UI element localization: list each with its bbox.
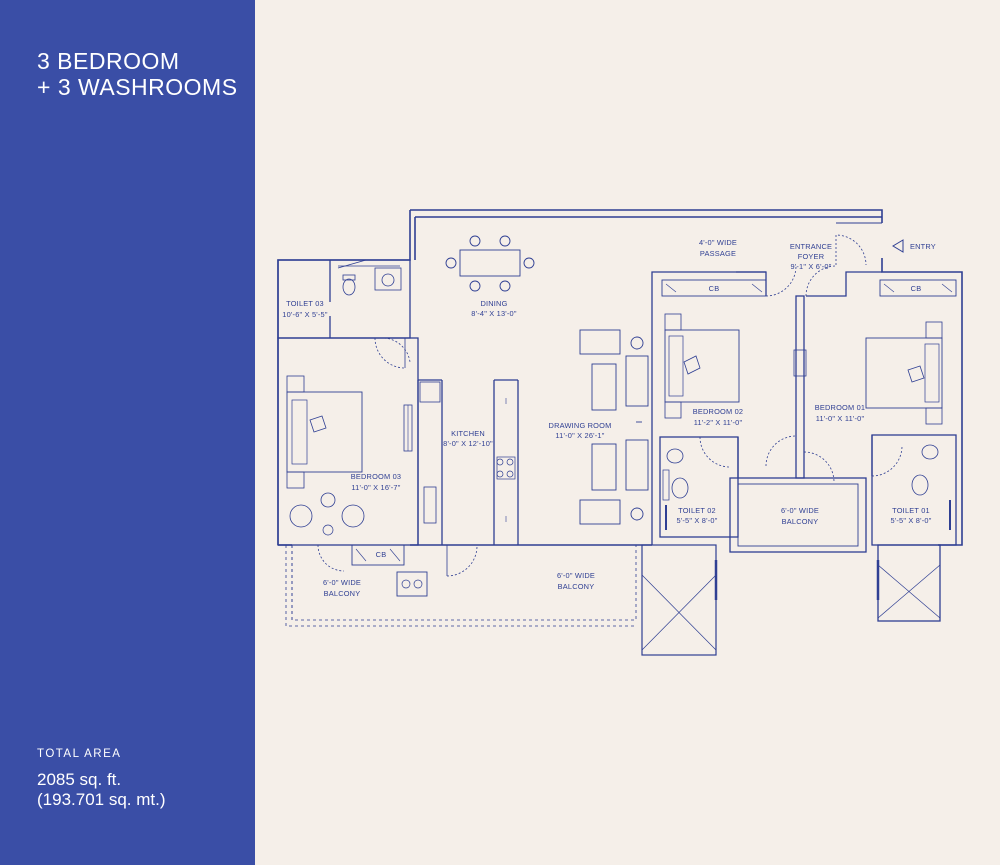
room-labels: ENTRY ENTRANCE FOYER 9'-1" X 6'-0" 4'-0"… — [282, 238, 936, 598]
floor-plan: ENTRY ENTRANCE FOYER 9'-1" X 6'-0" 4'-0"… — [255, 0, 1000, 865]
passage-label-2: PASSAGE — [700, 249, 736, 258]
total-area-label: TOTAL AREA — [37, 748, 122, 760]
area-sqft: 2085 sq. ft. — [37, 770, 122, 789]
drawing-room-label: DRAWING ROOM — [549, 421, 612, 430]
floor-plan-drawing: ENTRY ENTRANCE FOYER 9'-1" X 6'-0" 4'-0"… — [277, 209, 963, 656]
left-balcony-label: 6'-0" WIDE — [323, 578, 361, 587]
center-balcony-label-2: BALCONY — [782, 517, 819, 526]
heading-line-1: 3 BEDROOM — [37, 48, 180, 74]
entry-arrow-icon — [892, 239, 904, 253]
cb-label-bedroom-02: CB — [709, 284, 720, 293]
cb-label-bedroom-03: CB — [376, 550, 387, 559]
cb-label-bedroom-01: CB — [911, 284, 922, 293]
bedroom-02-walls — [651, 265, 797, 545]
sidebar-panel: 3 BEDROOM + 3 WASHROOMS TOTAL AREA 2085 … — [0, 0, 255, 865]
toilet-03-size: 10'-6" X 5'-5" — [282, 310, 328, 319]
center-balcony-label: 6'-0" WIDE — [781, 506, 819, 515]
heading-line-2: + 3 WASHROOMS — [37, 74, 238, 100]
bedroom-02-label: BEDROOM 02 — [693, 407, 743, 416]
bedroom-03-size: 11'-0" X 16'-7" — [351, 483, 400, 492]
outer-walls — [277, 209, 963, 546]
toilet-02-size: 5'-5" X 8'-0" — [676, 516, 717, 525]
bedroom-01-label: BEDROOM 01 — [815, 403, 865, 412]
bottom-balcony — [285, 544, 718, 656]
foyer-label-2: FOYER — [798, 252, 824, 261]
plan-heading: 3 BEDROOM + 3 WASHROOMS — [37, 48, 238, 100]
bottom-balcony-label-2: BALCONY — [558, 582, 595, 591]
total-area-value: 2085 sq. ft. (193.701 sq. mt.) — [37, 770, 166, 810]
bottom-balcony-label: 6'-0" WIDE — [557, 571, 595, 580]
toilet-01-label: TOILET 01 — [892, 506, 930, 515]
foyer-size: 9'-1" X 6'-0" — [790, 262, 831, 271]
toilet-03-walls — [277, 259, 411, 363]
kitchen-walls — [396, 379, 519, 597]
bedroom-01-walls — [803, 279, 957, 622]
passage-label: 4'-0" WIDE — [699, 238, 737, 247]
dining-label: DINING — [480, 299, 507, 308]
toilet-01-size: 5'-5" X 8'-0" — [890, 516, 931, 525]
bedroom-02-size: 11'-2" X 11'-0" — [694, 418, 743, 427]
toilet-03-label: TOILET 03 — [286, 299, 324, 308]
kitchen-size: 8'-0" X 12'-10" — [443, 439, 493, 448]
drawing-room-size: 11'-0" X 26'-1" — [555, 431, 604, 440]
center-balcony — [729, 477, 867, 553]
drawing-room-furniture — [579, 329, 649, 525]
entry-label: ENTRY — [910, 242, 936, 251]
foyer-label: ENTRANCE — [790, 242, 832, 251]
left-balcony-label-2: BALCONY — [324, 589, 361, 598]
toilet-02-label: TOILET 02 — [678, 506, 716, 515]
bedroom-01-size: 11'-0" X 11'-0" — [816, 414, 865, 423]
bedroom-03-label: BEDROOM 03 — [351, 472, 401, 481]
kitchen-label: KITCHEN — [451, 429, 485, 438]
dining-size: 8'-4" X 13'-0" — [471, 309, 517, 318]
area-sqmt: (193.701 sq. mt.) — [37, 790, 166, 809]
dining-furniture — [445, 235, 535, 292]
